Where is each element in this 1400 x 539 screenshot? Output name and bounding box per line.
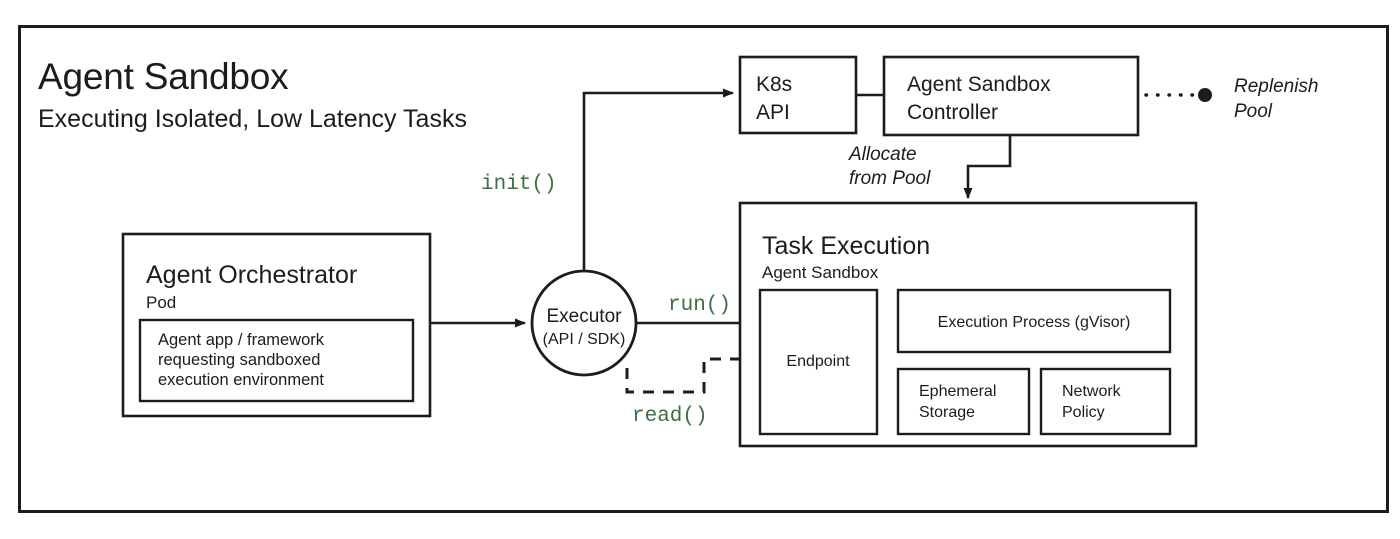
orchestrator-subtitle: Pod <box>146 293 176 312</box>
agent-sandbox-controller-node[interactable]: Agent Sandbox Controller <box>882 55 1140 137</box>
endpoint-label: Endpoint <box>786 353 850 370</box>
ephemeral-storage-line1: Ephemeral <box>919 383 996 400</box>
orchestrator-inner-line3: execution environment <box>158 371 324 389</box>
ephemeral-storage-line2: Storage <box>919 404 975 421</box>
orchestrator-inner-box <box>138 318 415 403</box>
k8s-api-box <box>738 55 858 135</box>
read-label: read() <box>632 405 708 428</box>
init-arrow <box>582 88 734 271</box>
allocate-from-pool-arrow <box>963 135 1012 199</box>
network-policy-box[interactable] <box>1039 367 1172 436</box>
executor-node[interactable]: Executor (API / SDK) <box>530 269 638 377</box>
execution-process-label: Execution Process (gVisor) <box>938 314 1131 331</box>
task-execution-subtitle: Agent Sandbox <box>762 263 879 282</box>
allocate-label-line1: Allocate <box>848 144 917 165</box>
ephemeral-storage-box[interactable] <box>896 367 1031 436</box>
page-subtitle: Executing Isolated, Low Latency Tasks <box>38 105 467 133</box>
task-execution-title: Task Execution <box>762 232 930 260</box>
endpoint-box[interactable] <box>758 288 879 436</box>
run-label: run() <box>668 294 731 317</box>
allocate-label-line2: from Pool <box>849 168 931 189</box>
orchestrator-inner-line1: Agent app / framework <box>158 331 325 349</box>
orchestrator-title: Agent Orchestrator <box>146 261 357 289</box>
k8s-api-node[interactable]: K8s API <box>738 55 858 135</box>
executor-title: Executor <box>547 306 623 327</box>
replenish-endpoint-dot <box>1198 88 1212 102</box>
task-execution-node[interactable]: Task Execution Agent Sandbox Endpoint Ex… <box>738 201 1198 448</box>
executor-subtitle: (API / SDK) <box>543 331 626 348</box>
replenish-label-line1: Replenish <box>1234 76 1319 97</box>
orchestrator-inner-line2: requesting sandboxed <box>158 351 320 369</box>
k8s-api-label-line1: K8s <box>756 73 792 96</box>
network-policy-line1: Network <box>1062 383 1122 400</box>
init-label: init() <box>481 173 557 196</box>
replenish-label-line2: Pool <box>1234 101 1273 122</box>
page-title: Agent Sandbox <box>38 56 289 97</box>
controller-label-line2: Controller <box>907 101 998 124</box>
agent-orchestrator-node[interactable]: Agent Orchestrator Pod Agent app / frame… <box>121 232 432 418</box>
k8s-api-label-line2: API <box>756 101 790 124</box>
network-policy-line2: Policy <box>1062 404 1105 421</box>
read-connector <box>625 357 740 394</box>
execution-process-box[interactable] <box>896 288 1172 354</box>
controller-label-line1: Agent Sandbox <box>907 73 1051 96</box>
